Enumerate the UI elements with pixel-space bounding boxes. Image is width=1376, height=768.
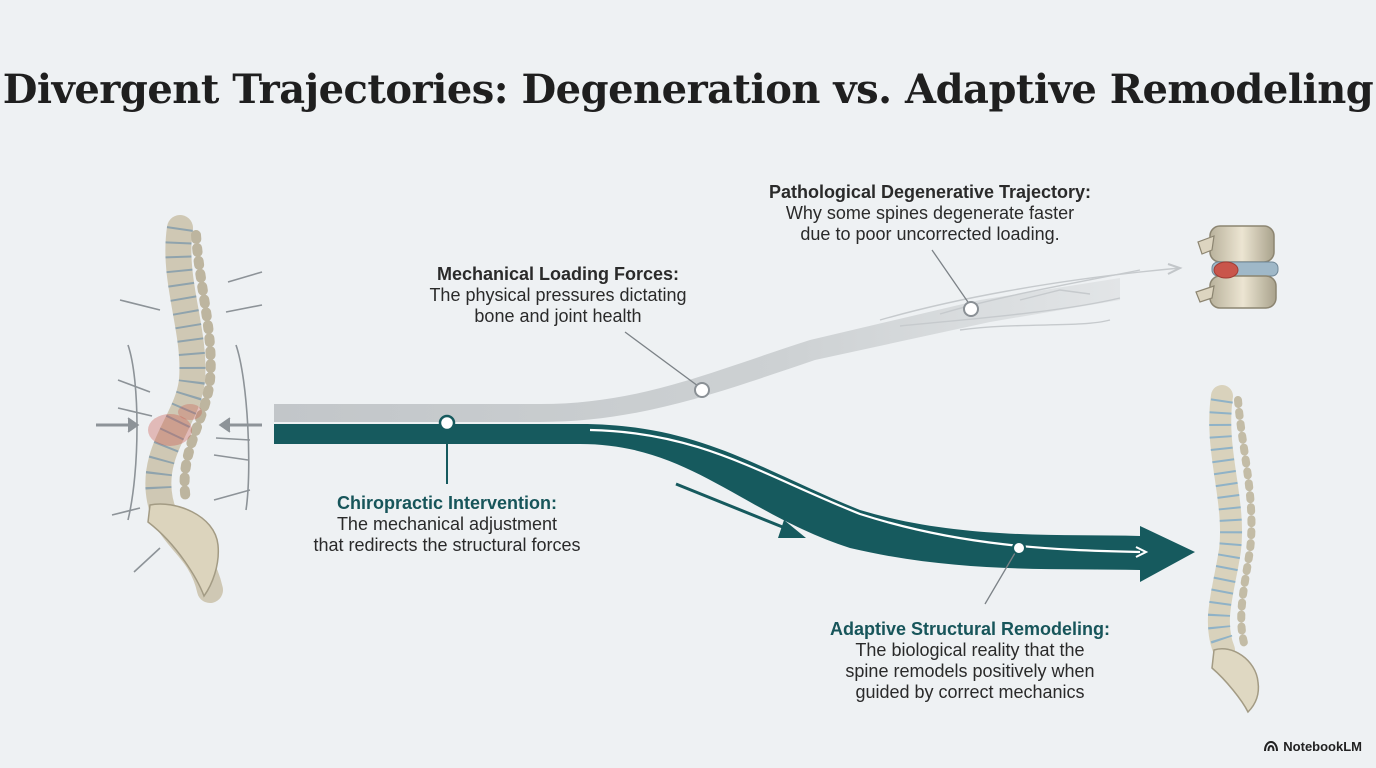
marker-degenerative <box>963 301 979 317</box>
inflammation-marker <box>148 414 192 446</box>
chiropractic-label: Chiropractic Intervention: The mechanica… <box>282 493 612 556</box>
notebooklm-logo-icon <box>1264 741 1279 752</box>
adaptive-text-line: The biological reality that the <box>855 640 1085 660</box>
leader-loading <box>624 331 699 387</box>
chiropractic-text-line: that redirects the structural forces <box>313 535 581 555</box>
brand-name: NotebookLM <box>1283 739 1362 754</box>
loading-text-line: The physical pressures dictating <box>429 285 687 305</box>
adaptive-text-line: spine remodels positively when <box>845 661 1095 681</box>
crack-lines <box>879 267 1181 331</box>
page-title: Divergent Trajectories: Degeneration vs.… <box>2 66 1374 113</box>
loading-text-line: bone and joint health <box>474 306 642 326</box>
spine-spinous-processes <box>179 230 216 505</box>
brand-watermark: NotebookLM <box>1264 739 1362 754</box>
adaptive-text-line: guided by correct mechanics <box>855 682 1085 702</box>
spine-column <box>1207 385 1242 661</box>
spine-spinous-processes <box>1234 396 1256 654</box>
adaptive-label: Adaptive Structural Remodeling: The biol… <box>800 619 1140 703</box>
loading-heading: Mechanical Loading Forces: <box>436 264 680 284</box>
adaptive-heading: Adaptive Structural Remodeling: <box>829 619 1111 639</box>
degenerative-text-line: Why some spines degenerate faster <box>785 203 1075 223</box>
sacrum <box>147 503 220 598</box>
vertebra-icon <box>1195 225 1279 309</box>
chiropractic-heading: Chiropractic Intervention: <box>336 493 558 513</box>
redirect-arrow-icon <box>675 482 791 532</box>
adaptive-arrow-tip <box>1135 546 1149 558</box>
marker-adaptive <box>1012 541 1026 555</box>
loading-label: Mechanical Loading Forces: The physical … <box>398 264 718 327</box>
compression-arrow-icon <box>96 271 263 573</box>
leader-adaptive <box>984 552 1016 605</box>
degenerative-arrowhead <box>1167 263 1183 275</box>
spine-icon <box>1207 385 1260 714</box>
redirect-arrowhead <box>778 520 806 538</box>
degenerative-heading: Pathological Degenerative Trajectory: <box>768 182 1092 202</box>
marker-loading <box>694 382 710 398</box>
spine-icon <box>96 215 263 603</box>
chiropractic-text-line: The mechanical adjustment <box>336 514 558 534</box>
inflammation-marker <box>178 404 202 420</box>
adaptive-trajectory-path <box>274 424 1195 582</box>
degenerative-label: Pathological Degenerative Trajectory: Wh… <box>740 182 1120 245</box>
leader-degenerative <box>931 249 971 306</box>
marker-chiropractic <box>438 414 456 432</box>
degenerative-text-line: due to poor uncorrected loading. <box>800 224 1060 244</box>
adaptive-highlight-line <box>589 428 1141 554</box>
sacrum <box>1211 648 1260 714</box>
